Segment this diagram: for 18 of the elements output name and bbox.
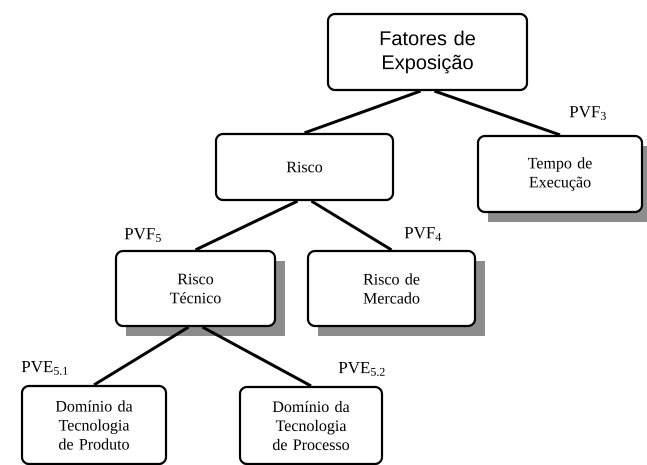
- rounded-box: Risco de Mercado: [306, 250, 485, 336]
- rounded-box: Domínio da Tecnologia de Processo: [238, 386, 384, 465]
- connector-line: [202, 326, 312, 388]
- connector-line: [93, 326, 190, 386]
- parameter-label: PVF$_{3}$: [570, 106, 606, 120]
- rounded-box: Tempo de Execução: [476, 134, 647, 222]
- connector-line: [310, 200, 392, 252]
- parameter-label: PVE$_{5.1}$: [22, 361, 68, 375]
- rounded-box: Domínio da Tecnologia de Produto: [20, 384, 168, 465]
- parameter-label: PVF$_{4}$: [404, 227, 442, 241]
- parameter-label: PVE$_{5.2}$: [338, 362, 385, 376]
- parameter-label: PVF$_{5}$: [124, 228, 161, 242]
- rounded-box: Risco Técnico: [114, 250, 285, 336]
- connector-line: [304, 90, 422, 134]
- rounded-box: Risco: [214, 132, 394, 202]
- connector-line: [194, 200, 298, 252]
- rounded-box: Fatores de Exposição: [326, 12, 528, 92]
- connector-line: [434, 90, 560, 136]
